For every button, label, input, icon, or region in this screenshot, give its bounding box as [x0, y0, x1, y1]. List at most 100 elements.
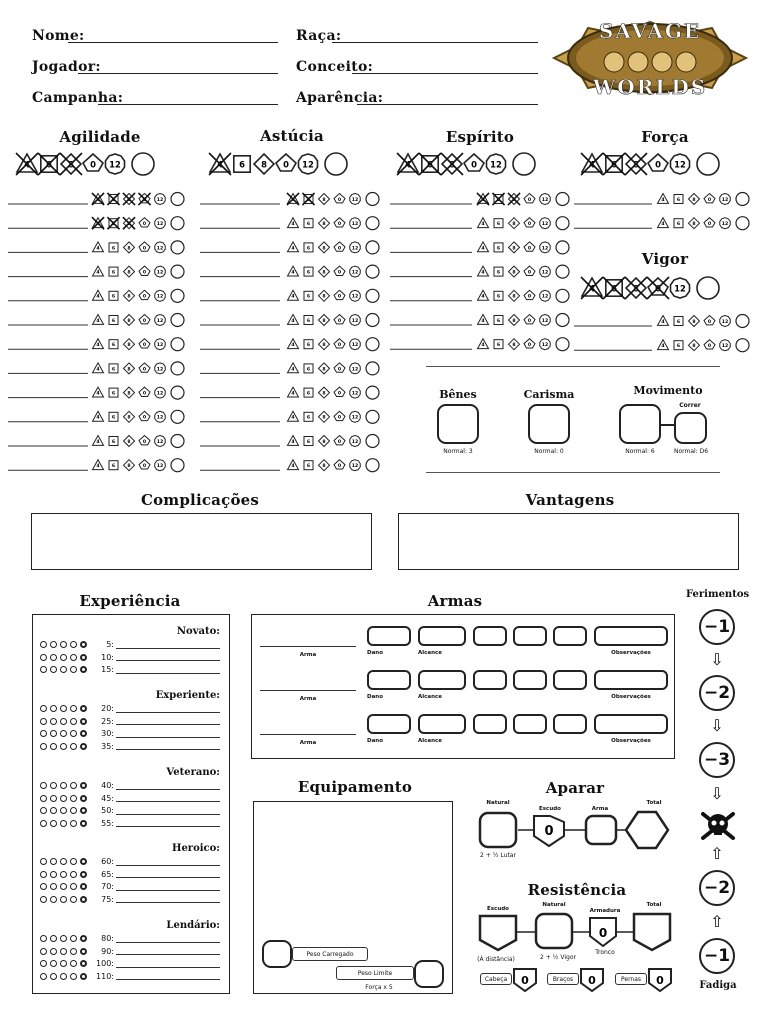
d4-die-icon[interactable] [286, 361, 300, 374]
xp-dot[interactable] [50, 666, 57, 673]
xp-dot[interactable] [60, 960, 67, 967]
peso-carregado-box[interactable] [262, 940, 292, 968]
weapon-stat-field[interactable] [473, 670, 507, 690]
observacoes-field[interactable] [594, 670, 668, 690]
d8-die-icon[interactable] [317, 192, 331, 206]
d8-die-icon[interactable] [317, 362, 331, 375]
aparar-natural-box[interactable] [478, 811, 518, 849]
xp-dot[interactable] [80, 870, 87, 878]
d10-die-icon[interactable] [138, 362, 151, 373]
d6-die-icon[interactable] [303, 387, 314, 398]
xp-dot[interactable] [70, 717, 77, 725]
d10-die-icon[interactable] [333, 289, 346, 301]
xp-dot[interactable] [40, 972, 47, 980]
wound-2[interactable]: −2 [699, 675, 735, 711]
xp-dot[interactable] [70, 742, 77, 750]
cabeca-armor[interactable]: 0 [512, 967, 538, 993]
d10-die-icon[interactable] [333, 386, 346, 397]
d12-die-icon[interactable] [719, 339, 731, 352]
bonus-circle[interactable] [696, 276, 720, 300]
xp-advance-line[interactable] [116, 666, 220, 674]
xp-dot[interactable] [60, 972, 67, 980]
bonus-circle[interactable] [170, 312, 185, 328]
weapon-stat-field[interactable] [473, 714, 507, 734]
xp-dot[interactable] [80, 730, 87, 737]
xp-dot[interactable] [80, 895, 87, 903]
d12-die-icon[interactable] [349, 192, 361, 206]
d12-die-icon[interactable] [154, 386, 166, 399]
d10-die-icon[interactable] [138, 313, 151, 325]
d12-die-icon[interactable] [539, 192, 551, 206]
resistencia-escudo-shape[interactable] [478, 914, 518, 952]
d10-die-icon[interactable] [333, 362, 346, 373]
wound-3[interactable]: −3 [699, 742, 735, 778]
bonus-circle[interactable] [555, 191, 570, 207]
d12-die-icon[interactable] [349, 459, 361, 472]
xp-dot[interactable] [40, 895, 47, 903]
resistencia-armadura-shape[interactable] [589, 917, 617, 948]
d12-die-icon[interactable] [539, 289, 551, 302]
d6-die-icon[interactable] [303, 363, 314, 374]
bonus-circle[interactable] [555, 240, 570, 255]
peso-limite-box[interactable] [414, 960, 444, 988]
aparar-total-hex[interactable] [624, 810, 670, 850]
xp-dot[interactable] [50, 870, 57, 878]
d12-die-icon[interactable] [349, 265, 361, 278]
d4-die-icon[interactable] [286, 386, 300, 398]
d6-die-icon[interactable] [303, 218, 314, 229]
d8-die-icon[interactable] [122, 241, 136, 254]
xp-dot[interactable] [70, 730, 77, 737]
d6-die-icon[interactable] [493, 339, 504, 350]
xp-dot[interactable] [60, 742, 67, 750]
d10-die-icon[interactable] [703, 339, 716, 350]
d8-die-icon[interactable] [317, 434, 331, 448]
bonus-circle[interactable] [170, 264, 185, 279]
xp-dot[interactable] [70, 935, 77, 942]
xp-dot[interactable] [40, 870, 47, 878]
xp-dot[interactable] [80, 653, 87, 661]
xp-dot[interactable] [80, 782, 87, 789]
xp-dot[interactable] [80, 858, 87, 865]
d4-die-icon[interactable] [476, 265, 490, 277]
xp-dot[interactable] [70, 895, 77, 903]
weapon-stat-field[interactable] [553, 714, 587, 734]
bonus-circle[interactable] [170, 191, 185, 207]
bonus-circle[interactable] [170, 216, 185, 231]
xp-dot[interactable] [50, 653, 57, 661]
xp-dot[interactable] [70, 666, 77, 673]
dano-field[interactable] [367, 626, 411, 646]
xp-dot[interactable] [60, 782, 67, 789]
xp-dot[interactable] [40, 947, 47, 955]
d12-die-icon[interactable] [154, 362, 166, 375]
xp-dot[interactable] [50, 947, 57, 955]
d6-die-icon[interactable] [108, 242, 119, 253]
nome-field[interactable] [68, 42, 278, 43]
d4-die-icon[interactable] [286, 434, 300, 446]
d4-die-icon[interactable] [286, 337, 300, 350]
equipamento-box[interactable] [253, 801, 453, 994]
d8-die-icon[interactable] [687, 192, 701, 206]
xp-dot[interactable] [80, 705, 87, 712]
d4-die-icon[interactable] [91, 313, 105, 325]
bonus-circle[interactable] [324, 152, 348, 176]
correr-box[interactable] [674, 412, 707, 444]
d6-die-icon[interactable] [303, 266, 314, 277]
d8-die-icon[interactable] [317, 289, 331, 303]
d6-die-icon[interactable] [303, 460, 314, 471]
bonus-circle[interactable] [365, 264, 380, 279]
bonus-circle[interactable] [170, 433, 185, 449]
movimento-box[interactable] [619, 404, 661, 444]
observacoes-field[interactable] [594, 714, 668, 734]
d4-die-icon[interactable] [476, 240, 490, 253]
d10-die-icon[interactable] [523, 192, 536, 204]
xp-dot[interactable] [80, 960, 87, 967]
d10-die-icon[interactable] [333, 313, 346, 325]
xp-dot[interactable] [40, 782, 47, 789]
d8-die-icon[interactable] [122, 337, 136, 351]
bonus-circle[interactable] [365, 240, 380, 255]
xp-dot[interactable] [50, 807, 57, 814]
d10-die-icon[interactable] [333, 192, 346, 204]
d6-die-icon[interactable] [493, 242, 504, 253]
d6-die-icon[interactable] [233, 155, 252, 174]
aparar-arma-box[interactable] [584, 814, 618, 846]
